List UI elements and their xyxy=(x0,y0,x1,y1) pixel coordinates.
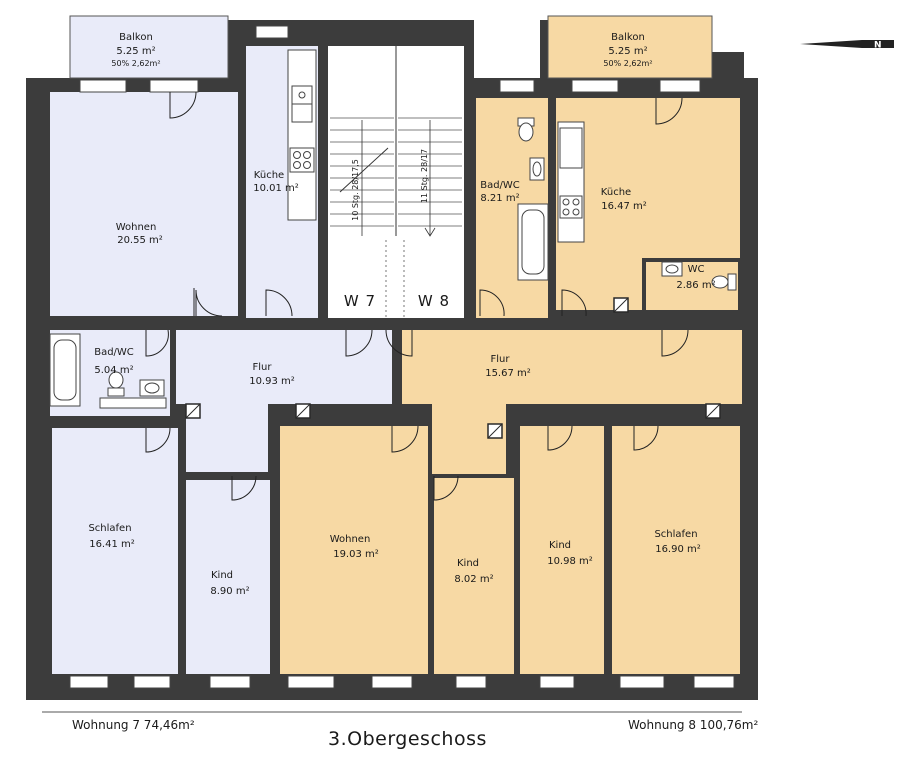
windows xyxy=(69,25,735,689)
kind-8a-area: 8.02 m² xyxy=(454,574,493,585)
bath-7-fixtures xyxy=(49,333,167,409)
toilet-icon xyxy=(711,273,737,291)
bath-8-fixtures xyxy=(517,117,549,281)
kind-7-label: Kind xyxy=(211,570,233,581)
balkon-8-area: 5.25 m² xyxy=(608,46,647,57)
kind-8b-label: Kind xyxy=(549,540,571,551)
flur-7-area: 10.93 m² xyxy=(249,376,295,387)
badwc-8-label: Bad/WC xyxy=(480,180,520,191)
kueche-8-area: 16.47 m² xyxy=(601,201,647,212)
schlafen-7-label: Schlafen xyxy=(88,523,131,534)
wohnen-8-area xyxy=(280,426,428,674)
flur-8-corridor xyxy=(432,404,506,474)
kueche-7-area: 10.01 m² xyxy=(253,183,299,194)
flur-8-area xyxy=(402,330,742,404)
stair-label-right: 11 Stg. 28/17 xyxy=(420,149,429,203)
north-label: N xyxy=(874,41,882,51)
sink-icon xyxy=(291,85,313,105)
kind-8a-label: Kind xyxy=(457,558,479,569)
balkon-7-note: 50% 2,62m² xyxy=(111,59,160,68)
wohnen-8-label: Wohnen xyxy=(330,534,371,545)
door-swing-icon xyxy=(145,91,689,501)
staircase xyxy=(328,46,464,318)
wohnung-8-footer: Wohnung 8 100,76m² xyxy=(628,718,759,732)
wohnung-7-footer: Wohnung 7 74,46m² xyxy=(72,718,195,732)
kitchen-8-counter xyxy=(557,121,585,243)
kind-8a-area xyxy=(434,478,514,674)
sink-icon xyxy=(529,157,545,181)
wohnen-7-area xyxy=(50,92,238,316)
wohnen-7-label: Wohnen xyxy=(116,222,157,233)
balkon-8-label: Balkon xyxy=(611,32,645,43)
unit-7-rooms xyxy=(50,46,392,674)
toilet-icon xyxy=(517,117,535,142)
stove-icon xyxy=(289,147,315,173)
kind-7-area: 8.90 m² xyxy=(210,586,249,597)
schlafen-8-area: 16.90 m² xyxy=(655,544,701,555)
wc-8-fixtures xyxy=(661,261,737,291)
badwc-8-area: 8.21 m² xyxy=(480,193,519,204)
w7-tag: W 7 xyxy=(344,292,376,310)
balkon-7-area: 5.25 m² xyxy=(116,46,155,57)
floor-title: 3.Obergeschoss xyxy=(328,728,487,750)
balkon-8-note: 50% 2,62m² xyxy=(603,59,652,68)
flur-8-label: Flur xyxy=(491,354,511,365)
bathtub-icon xyxy=(517,203,549,281)
wc-8-area: 2.86 m² xyxy=(676,280,715,291)
north-arrow-icon: N xyxy=(800,40,894,51)
toilet-icon xyxy=(107,371,125,397)
sink-icon xyxy=(139,379,165,397)
sink-icon xyxy=(661,261,683,277)
bathtub-icon xyxy=(49,333,81,407)
schlafen-7-area: 16.41 m² xyxy=(89,539,135,550)
balkon-7-area xyxy=(69,15,229,79)
kueche-8-label: Küche xyxy=(601,187,631,198)
room-labels: Balkon 5.25 m² 50% 2,62m² Balkon 5.25 m²… xyxy=(88,32,715,597)
schlafen-7-area xyxy=(52,428,178,674)
badwc-7-label: Bad/WC xyxy=(94,347,134,358)
balkon-8-area xyxy=(547,15,713,79)
stair-label-left: 10 Stg. 28/17,5 xyxy=(351,159,360,221)
kind-8b-area: 10.98 m² xyxy=(547,556,593,567)
balkon-7-label: Balkon xyxy=(119,32,153,43)
w8-tag: W 8 xyxy=(418,292,450,310)
flur-7-area xyxy=(176,330,392,404)
flur-7-label: Flur xyxy=(253,362,273,373)
schlafen-8-area xyxy=(612,426,740,674)
stove-icon xyxy=(559,195,583,219)
schlafen-8-label: Schlafen xyxy=(654,529,697,540)
kind-8b-area xyxy=(520,426,604,674)
wc-8-label: WC xyxy=(688,264,705,275)
kind-7-area xyxy=(186,480,270,674)
badwc-7-area: 5.04 m² xyxy=(94,365,133,376)
kueche-7-label: Küche xyxy=(254,170,284,181)
wohnen-7-area: 20.55 m² xyxy=(117,235,163,246)
wohnen-8-area: 19.03 m² xyxy=(333,549,379,560)
kitchen-7-counter xyxy=(287,49,317,221)
flur-8-area: 15.67 m² xyxy=(485,368,531,379)
